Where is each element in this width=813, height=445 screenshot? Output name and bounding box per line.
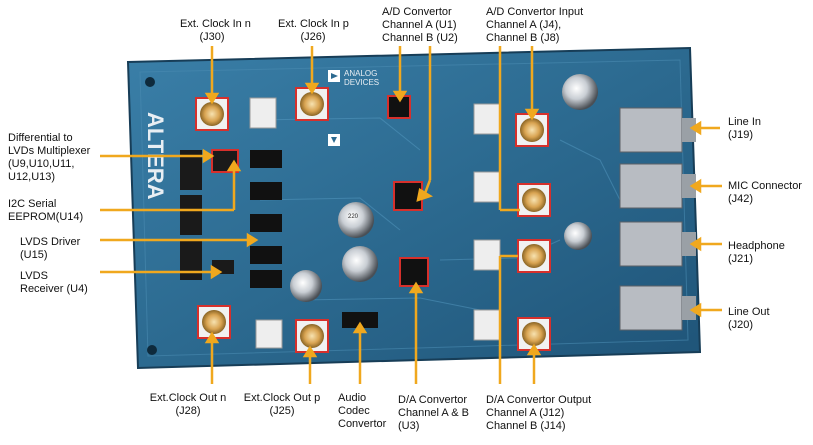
label-mic-connector: MIC Connector (J42) <box>728 180 802 205</box>
transformers <box>249 97 501 349</box>
label-audio-codec: Audio Codec Convertor <box>338 392 387 430</box>
label-da-convertor-output: D/A Convertor Output Channel A (J12) Cha… <box>486 394 592 432</box>
label-ext-clock-out-n: Ext.Clock Out n (J28) <box>149 392 227 417</box>
label-ext-clock-in-n: Ext. Clock In n (J30) <box>180 18 251 43</box>
dac-chip-u3 <box>399 257 429 287</box>
capacitor <box>290 270 322 302</box>
sma-connector-j12 <box>517 239 551 273</box>
capacitor: 220 <box>338 202 374 238</box>
sma-connector-j28 <box>197 305 231 339</box>
label-ext-clock-in-p: Ext. Clock In p (J26) <box>278 18 349 43</box>
label-i2c-eeprom: I2C Serial EEPROM(U14) <box>8 198 84 223</box>
adc-chip-u2 <box>393 181 423 211</box>
mount-hole <box>145 77 155 87</box>
header-pins <box>250 150 282 288</box>
svg-text:220: 220 <box>348 214 359 220</box>
analog-devices-logo: ANALOG DEVICES <box>328 69 379 146</box>
sma-connector-j8 <box>517 183 551 217</box>
label-headphone: Headphone (J21) <box>728 240 785 265</box>
capacitor <box>564 222 592 250</box>
audio-jack-j42 <box>619 163 696 209</box>
mount-hole <box>147 345 157 355</box>
analog-devices-text: DEVICES <box>344 78 379 87</box>
label-ext-clock-out-p: Ext.Clock Out p (J25) <box>243 392 321 417</box>
capacitor <box>342 246 378 282</box>
label-lvds-driver: LVDS Driver (U15) <box>20 236 81 261</box>
sma-connector-j25 <box>295 319 329 353</box>
audio-jack-j19 <box>619 107 696 153</box>
sma-connector-j30 <box>195 97 229 131</box>
capacitor <box>562 74 598 110</box>
label-ad-convertor: A/D Convertor Channel A (U1) Channel B (… <box>382 6 458 44</box>
label-da-convertor: D/A Convertor Channel A & B (U3) <box>398 394 469 432</box>
label-line-in: Line In (J19) <box>728 116 762 141</box>
audio-codec-chip <box>342 312 378 328</box>
analog-devices-text: ANALOG <box>344 69 377 78</box>
label-line-out: Line Out (J20) <box>728 306 770 331</box>
callout-arrows <box>100 46 722 384</box>
audio-jack-j21 <box>619 221 696 267</box>
sma-connector-j4 <box>515 113 549 147</box>
label-lvds-receiver: LVDS Receiver (U4) <box>20 270 88 295</box>
label-diff-lvds-mux: Differential to LVDs Multiplexer (U9,U10… <box>8 132 91 183</box>
label-ad-convertor-input: A/D Convertor Input Channel A (J4), Chan… <box>486 6 584 44</box>
audio-jack-j20 <box>619 285 696 331</box>
